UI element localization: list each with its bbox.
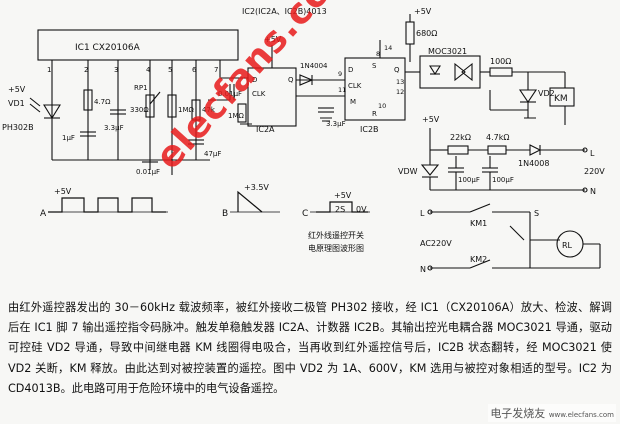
ic2b-pin-q: Q: [394, 66, 400, 74]
c-3-3uf-b-label: 3.3μF: [326, 120, 346, 128]
pin-4: 4: [146, 66, 151, 74]
moc-label: MOC3021: [428, 47, 467, 56]
supply-ic2: +5V: [264, 35, 282, 44]
c-3-3uf-label: 3.3μF: [104, 124, 124, 132]
ic2b-box: [344, 57, 406, 121]
wave-a-label: A: [40, 209, 47, 219]
v220-label: 220V: [584, 167, 605, 176]
pin-num-14: 14: [384, 44, 392, 52]
pin-num-10: 10: [378, 102, 386, 110]
pin-num-13: 13: [396, 78, 404, 86]
wave-c-0v: 0V: [356, 205, 367, 214]
ic2a-pin-clk: CLK: [252, 90, 266, 98]
pin-num-9: 9: [338, 70, 342, 78]
s-label: S: [534, 209, 539, 218]
d-1n4004-label: 1N4004: [300, 62, 328, 70]
ic2a-pin-d: D: [252, 76, 257, 84]
description-text: 由红外遥控器发出的 30－60kHz 载波频率，被红外接收二极管 PH302 接…: [8, 301, 612, 395]
pin-num-8: 8: [376, 50, 380, 58]
pin-5: 5: [168, 66, 172, 74]
r-100-label: 100Ω: [490, 57, 511, 66]
supply-top: +5V: [414, 7, 432, 16]
circuit-diagram: IC1 CX20106A IC2(IC2A、IC2B)4013 +5V +5V …: [2, 7, 605, 274]
c-0-01uf-b-label: 0.01μF: [218, 90, 242, 98]
r-4-7-label: 4.7Ω: [94, 98, 111, 106]
ic1-box: [37, 29, 239, 61]
ic2b-pin-s: S: [372, 62, 377, 70]
r-4-7k-label: 4.7kΩ: [486, 133, 509, 142]
corner-watermark: 电子发烧友 www.elecfans.com: [488, 404, 616, 422]
corner-watermark-name: 电子发烧友: [490, 407, 546, 420]
l-label: L: [590, 149, 595, 158]
r-680-label: 680Ω: [416, 29, 437, 38]
pin-3: 3: [114, 66, 118, 74]
pin-2: 2: [84, 66, 88, 74]
c-1uf-label: 1μF: [62, 134, 75, 142]
d-1n4008-label: 1N4008: [518, 159, 549, 168]
corner-watermark-url: www.elecfans.com: [548, 411, 614, 419]
rl-label: RL: [562, 241, 573, 250]
ph302b-label: PH302B: [2, 123, 34, 132]
l-label-b: L: [420, 209, 425, 218]
wave-a-voltage: +5V: [54, 187, 72, 196]
ic2b-label: IC2B: [360, 125, 379, 134]
ac220-label: AC220V: [420, 239, 452, 248]
wave-c-label: C: [302, 209, 308, 219]
pin-6: 6: [192, 66, 197, 74]
n-label: N: [590, 187, 596, 196]
supply-vd: +5V: [8, 85, 26, 94]
ic2a-pin-q: Q: [288, 76, 294, 84]
ic2-label: IC2(IC2A、IC2B)4013: [242, 7, 327, 16]
pin-7: 7: [214, 66, 218, 74]
ic2b-pin-r: R: [372, 110, 377, 118]
vdw-label: VDW: [398, 167, 418, 176]
wave-title-2: 电原理图波形图: [308, 243, 364, 253]
ic1-label: IC1 CX20106A: [75, 43, 141, 53]
ic2a-label: IC2A: [256, 125, 275, 134]
rp1-label: RP1: [134, 84, 148, 92]
wave-b-label: B: [222, 209, 228, 219]
km-label: KM: [554, 94, 568, 104]
moc3021-box: [419, 55, 481, 89]
km1-label: KM1: [470, 219, 487, 228]
r-47k-label: 47k: [202, 106, 216, 114]
r-330-label: 330Ω: [130, 106, 149, 114]
supply-mid: +5V: [422, 115, 440, 124]
c-100uf-a-label: 100μF: [458, 176, 480, 184]
r-1m-label: 1MΩ: [178, 106, 194, 114]
c-0-01uf-a-label: 0.01μF: [136, 168, 160, 176]
pin-num-12: 12: [396, 88, 404, 96]
c-100uf-b-label: 100μF: [492, 176, 514, 184]
wave-title-1: 红外线遥控开关: [308, 230, 364, 240]
wave-b-voltage: +3.5V: [244, 183, 269, 192]
vd2-label: VD2: [538, 89, 555, 98]
vd1-label: VD1: [8, 99, 25, 108]
pin-1: 1: [47, 66, 51, 74]
c-47uf-label: 47μF: [204, 150, 221, 158]
pin-num-11: 11: [338, 86, 346, 94]
ic2b-pin-clk: CLK: [348, 82, 362, 90]
wave-c-voltage: +5V: [334, 191, 352, 200]
wave-c-2s: 2S: [335, 205, 345, 214]
km2-label: KM2: [470, 255, 487, 264]
r-1m-b-label: 1MΩ: [228, 112, 244, 120]
ic2b-pin-m: M: [350, 98, 356, 106]
n-label-b: N: [420, 265, 426, 274]
ic2b-pin-d: D: [348, 66, 353, 74]
r-22k-label: 22kΩ: [450, 133, 471, 142]
